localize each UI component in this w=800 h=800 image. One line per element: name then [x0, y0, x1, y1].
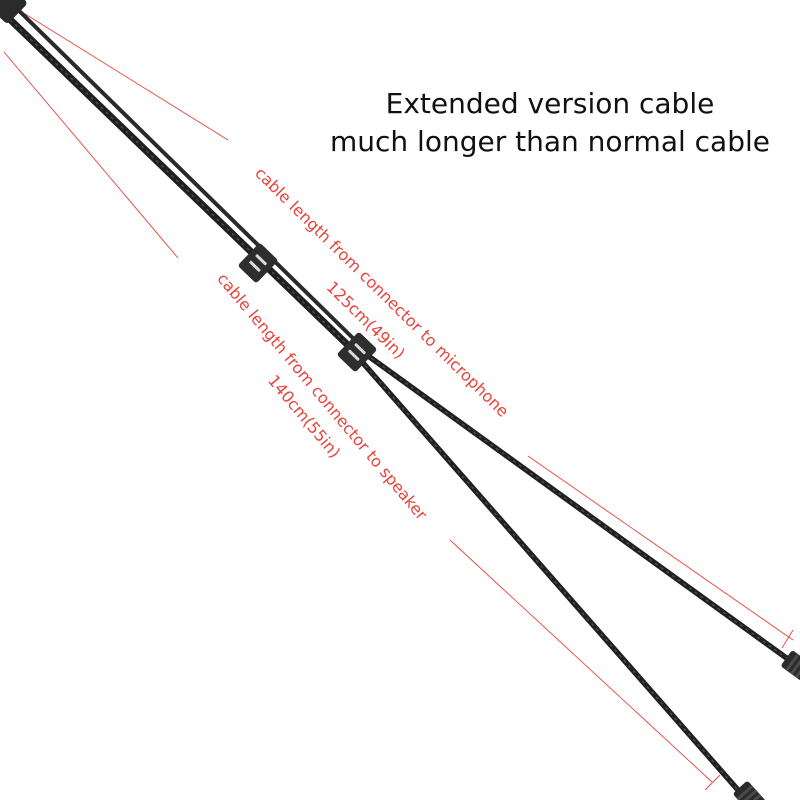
speaker-dimension-line [3, 51, 721, 791]
microphone-connector [781, 651, 800, 683]
cable-clip-upper [238, 243, 278, 283]
headline-line-2: much longer than normal cable [329, 125, 770, 158]
cable-splitter [337, 332, 377, 372]
cable-branch-microphone [357, 347, 795, 665]
cable-main [0, 0, 362, 356]
microphone-dimension-line [21, 11, 794, 649]
headline-line-1: Extended version cable [385, 87, 715, 120]
cable-branch-speaker [353, 352, 741, 793]
connector-top-left [0, 0, 27, 23]
speaker-connector [733, 781, 767, 800]
